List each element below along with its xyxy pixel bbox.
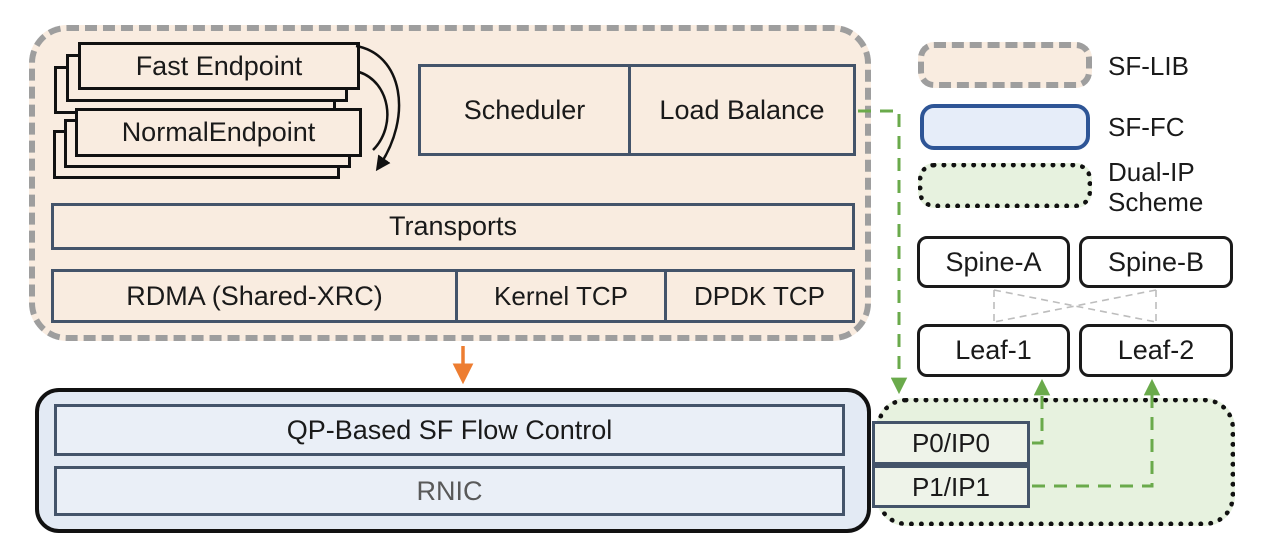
transports-label: Transports xyxy=(388,211,518,241)
port1-ip1-box: P1/IP1 xyxy=(872,465,1030,508)
spine-b-label: Spine-B xyxy=(1107,246,1205,277)
load-balance-label: Load Balance xyxy=(659,94,825,125)
rdma-shared-xrc-box: RDMA (Shared-XRC) xyxy=(51,269,458,323)
legend-swatch-sf-fc xyxy=(920,104,1090,150)
kernel-tcp-label: Kernel TCP xyxy=(494,281,628,311)
scheduler-label: Scheduler xyxy=(463,94,586,125)
rnic-label: RNIC xyxy=(416,475,483,506)
legend-label-sf-fc: SF-FC xyxy=(1108,112,1185,142)
spine-b-box: Spine-B xyxy=(1079,236,1233,288)
kernel-tcp-box: Kernel TCP xyxy=(455,269,667,323)
qp-flow-control-box: QP-Based SF Flow Control xyxy=(54,404,845,456)
fast-endpoint-label: Fast Endpoint xyxy=(135,50,303,81)
port0-ip0-box: P0/IP0 xyxy=(872,421,1030,465)
scheduler-box: Scheduler xyxy=(418,64,631,156)
legend-label-dual-ip: Dual-IP Scheme xyxy=(1108,157,1204,217)
qp-flow-control-label: QP-Based SF Flow Control xyxy=(286,414,613,445)
dpdk-tcp-label: DPDK TCP xyxy=(694,281,825,311)
legend-label-sf-lib: SF-LIB xyxy=(1108,51,1189,81)
port0-ip0-label: P0/IP0 xyxy=(911,428,991,458)
spine-leaf-links xyxy=(993,289,1157,323)
port1-ip1-label: P1/IP1 xyxy=(911,471,991,502)
leaf-1-label: Leaf-1 xyxy=(955,335,1032,365)
normal-endpoint-box: NormalEndpoint xyxy=(75,108,362,157)
transports-box: Transports xyxy=(51,203,855,250)
rnic-box: RNIC xyxy=(54,466,845,516)
normal-endpoint-label: NormalEndpoint xyxy=(121,117,316,147)
legend-swatch-sf-lib xyxy=(918,42,1092,88)
dpdk-tcp-box: DPDK TCP xyxy=(664,269,855,323)
leaf-2-box: Leaf-2 xyxy=(1079,324,1233,377)
spine-a-box: Spine-A xyxy=(917,236,1070,288)
leaf-1-box: Leaf-1 xyxy=(917,324,1070,377)
rdma-label: RDMA (Shared-XRC) xyxy=(126,280,383,311)
spine-a-label: Spine-A xyxy=(945,246,1042,277)
fast-endpoint-box: Fast Endpoint xyxy=(78,42,360,90)
legend-swatch-dual-ip xyxy=(918,163,1092,208)
leaf-2-label: Leaf-2 xyxy=(1117,335,1195,365)
load-balance-box: Load Balance xyxy=(628,64,856,156)
